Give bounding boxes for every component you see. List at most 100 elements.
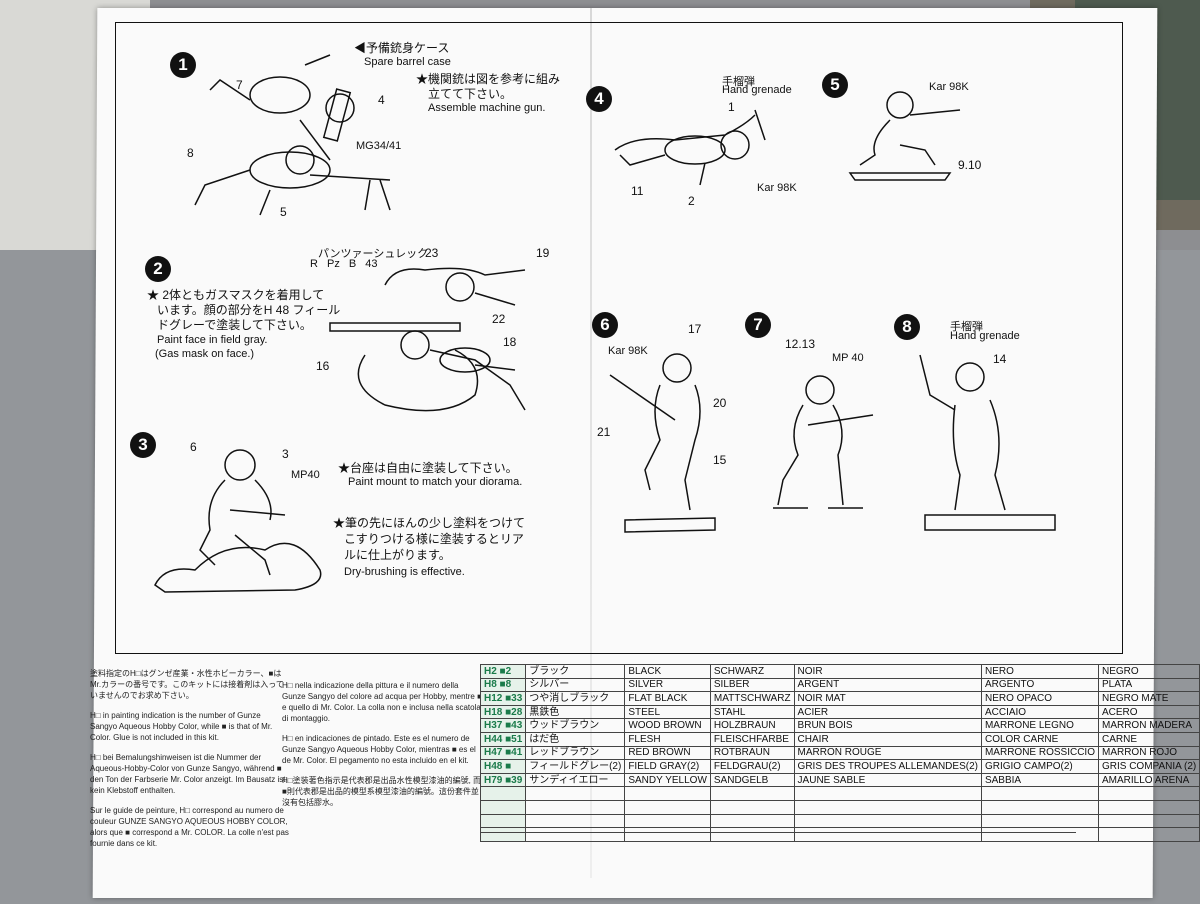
color-cell-jp: はだ色	[525, 731, 626, 747]
color-cell-de: HOLZBRAUN	[709, 718, 795, 733]
step-1-note-jp1: ★機関銃は図を参考に組み	[416, 72, 561, 86]
color-cell-empty	[980, 827, 1099, 842]
callout-8: 8	[187, 146, 194, 160]
panzerschreck-code: R Pz B 43	[310, 258, 378, 270]
callout-kar98k-s5: Kar 98K	[929, 81, 969, 93]
color-cell-empty	[709, 827, 795, 842]
color-cell-fr: BRUN BOIS	[793, 718, 982, 733]
color-cell-jp: サンディイエロー	[525, 772, 626, 788]
fine-print-zh: H□塗装著色指示是代表郡是出品水性模型漆油的編號, 而■則代表郡是出品的模型系模…	[282, 776, 482, 807]
fine-print-it: H□ nella indicazione della pittura e il …	[282, 681, 482, 723]
grenade-en-s4: Hand grenade	[722, 84, 792, 96]
dry-note-jp3: ルに仕上がります。	[344, 548, 451, 562]
step-8-illustration	[919, 354, 1056, 531]
fine-print-es: H□ en indicaciones de pintado. Este es e…	[282, 734, 476, 765]
color-cell-empty	[709, 813, 795, 829]
color-cell-empty	[624, 827, 711, 842]
color-cell-jp: レッドブラウン	[525, 745, 626, 761]
barrel-case-jp: ◀予備銃身ケース	[354, 41, 450, 55]
color-row-empty	[479, 786, 1200, 801]
step-2-note-en1: Paint face in field gray.	[157, 334, 268, 346]
step-1-note-en: Assemble machine gun.	[428, 102, 546, 114]
color-cell-code: H79 ■39	[479, 772, 527, 788]
color-cell-empty	[1097, 827, 1200, 842]
step-2-note-jp2: います。顔の部分をH 48 フィール	[157, 303, 341, 317]
color-cell-empty	[980, 813, 1099, 829]
panzerschreck-jp: パンツァーシュレック	[318, 248, 429, 260]
callout-15: 15	[713, 453, 727, 467]
color-row-empty	[479, 799, 1200, 815]
fine-print-de: H□ bei Bemalungshinweisen ist die Nummer…	[90, 753, 286, 795]
color-cell-it: MARRONE LEGNO	[980, 718, 1099, 733]
color-cell-de: SCHWARZ	[709, 664, 795, 679]
step-7-badge: 7	[745, 312, 771, 338]
color-cell-empty	[479, 799, 527, 815]
callout-4: 4	[378, 93, 385, 107]
color-cell-en: FLESH	[624, 731, 711, 747]
callout-17: 17	[688, 322, 702, 336]
color-cell-de: FELDGRAU(2)	[709, 759, 795, 774]
dry-note-jp2: こすりつける様に塗装するとリア	[344, 532, 524, 546]
color-cell-jp: ウッドブラウン	[525, 718, 626, 733]
callout-11: 11	[631, 184, 644, 198]
color-cell-it: ACCIAIO	[980, 704, 1099, 720]
color-cell-empty	[479, 813, 527, 829]
color-cell-code: H8 ■8	[479, 677, 527, 693]
color-cell-es: GRIS COMPANIA (2)	[1097, 759, 1200, 774]
color-cell-it: ARGENTO	[980, 677, 1099, 693]
step-7-illustration	[773, 375, 874, 509]
color-cell-jp: フィールドグレー(2)	[525, 759, 626, 774]
color-cell-fr: NOIR MAT	[793, 691, 982, 706]
color-cell-code: H2 ■2	[479, 664, 527, 679]
color-row: H8 ■8シルバーSILVERSILBERARGENTARGENTOPLATA銀…	[479, 677, 1200, 693]
color-cell-jp: ブラック	[525, 664, 626, 679]
callout-14: 14	[993, 352, 1007, 366]
color-cell-de: FLEISCHFARBE	[709, 731, 795, 747]
color-cell-empty	[1097, 813, 1200, 829]
color-cell-es: NEGRO MATE	[1097, 691, 1200, 706]
color-cell-empty	[525, 813, 626, 829]
step-3-badge: 3	[130, 432, 156, 458]
callout-16: 16	[316, 359, 330, 373]
color-cell-it: COLOR CARNE	[980, 731, 1099, 747]
step-4-illustration	[614, 109, 766, 186]
color-cell-es: AMARILLO ARENA	[1097, 772, 1200, 788]
dry-note-en: Dry-brushing is effective.	[344, 566, 465, 578]
color-cell-empty	[793, 799, 982, 815]
color-cell-code: H12 ■33	[479, 691, 527, 706]
callout-6: 6	[190, 440, 197, 454]
callout-18: 18	[503, 335, 517, 349]
fine-print-en: H□ in painting indication is the number …	[90, 711, 273, 742]
step-1-illustration	[194, 54, 391, 216]
grenade-jp-s4: 手榴弾	[722, 76, 755, 88]
step-6-badge: 6	[592, 312, 618, 338]
color-cell-empty	[1097, 786, 1200, 801]
color-cell-es: MARRON ROJO	[1097, 745, 1200, 761]
color-cell-de: SANDGELB	[709, 772, 795, 788]
color-cell-it: NERO OPACO	[980, 691, 1099, 706]
color-cell-es: PLATA	[1097, 677, 1200, 693]
color-row: H2 ■2ブラックBLACKSCHWARZNOIRNERONEGRO黒色	[479, 664, 1200, 679]
color-cell-de: STAHL	[709, 704, 795, 720]
color-cell-it: GRIGIO CAMPO(2)	[980, 759, 1099, 774]
step-5-badge: 5	[822, 72, 848, 98]
step-6-illustration	[609, 353, 716, 533]
callout-kar98k-s4: Kar 98K	[757, 182, 797, 194]
mount-note-en: Paint mount to match your diorama.	[348, 476, 523, 488]
color-cell-it: NERO	[980, 664, 1099, 679]
color-cell-it: MARRONE ROSSICCIO	[980, 745, 1099, 761]
color-cell-empty	[793, 827, 982, 842]
color-cell-fr: JAUNE SABLE	[793, 772, 982, 788]
mount-note-jp: ★台座は自由に塗装して下さい。	[338, 461, 518, 475]
callout-mg34: MG34/41	[356, 140, 402, 152]
color-cell-en: WOOD BROWN	[624, 718, 711, 733]
callout-22: 22	[492, 312, 506, 326]
step-2-badge: 2	[145, 256, 171, 282]
fine-print-jp: 塗料指定のH□はグンゼ産業・水性ホビーカラー、■はMr.カラーの番号です。このキ…	[90, 669, 284, 700]
callout-23: 23	[425, 246, 439, 260]
color-cell-en: SILVER	[624, 677, 711, 693]
callout-kar98k-s6: Kar 98K	[608, 345, 648, 357]
